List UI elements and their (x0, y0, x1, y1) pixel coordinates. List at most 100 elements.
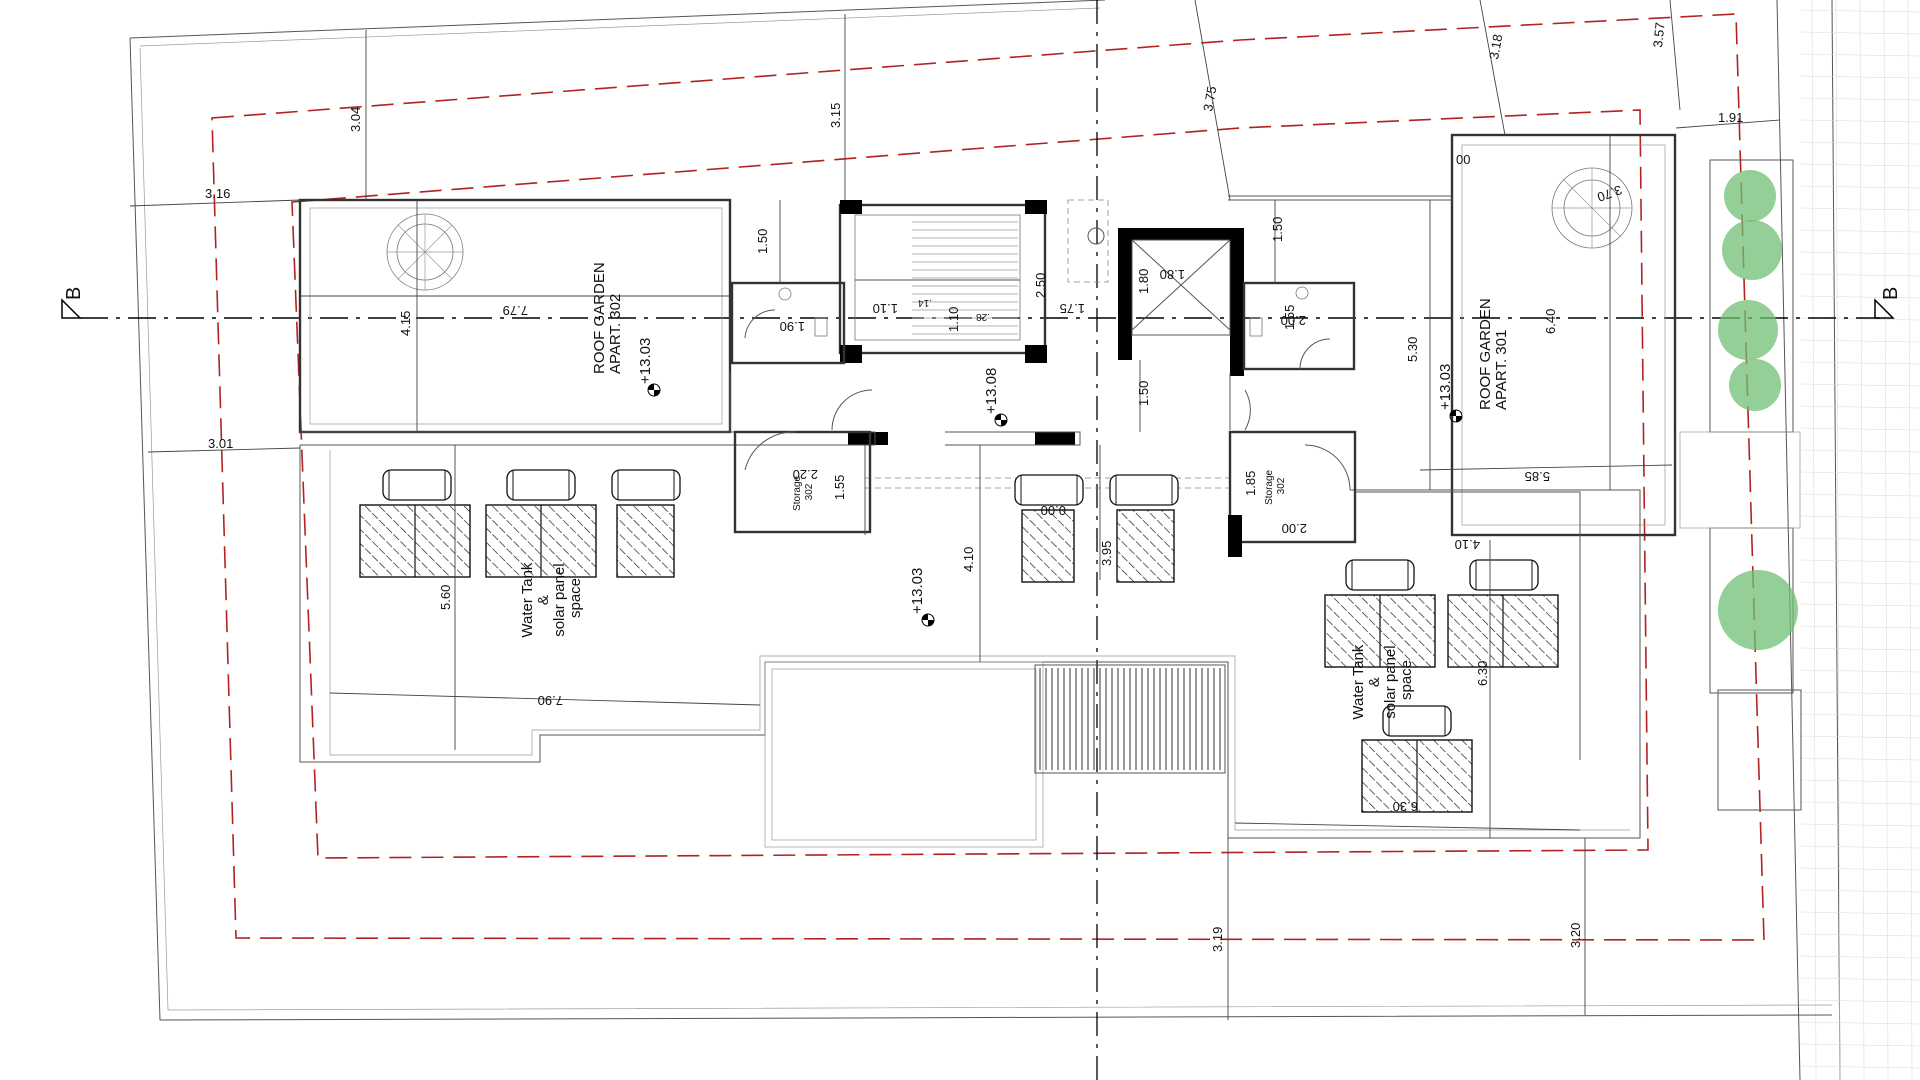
water-tank (382, 469, 452, 501)
paving-line (1799, 405, 1920, 409)
dim-text: 5.60 (438, 585, 453, 610)
dim-text: 2.50 (1033, 273, 1048, 298)
dim-text: 3.16 (205, 186, 230, 201)
paving-line (1799, 1043, 1920, 1047)
ramp-stripes (1034, 664, 1226, 774)
paving-line (1799, 559, 1920, 563)
corridor (729, 373, 1251, 489)
dim-text: 2.00 (1282, 521, 1307, 536)
dim-text: 6.40 (1543, 309, 1558, 334)
terrace-outline (299, 445, 1641, 848)
solar-panels (359, 469, 1559, 813)
solar-panel (616, 504, 675, 578)
dim-text: 5.30 (1405, 337, 1420, 362)
paving-line (1799, 229, 1920, 233)
paving-line (1799, 185, 1920, 189)
level-marker-1: +13.03 (637, 338, 654, 384)
level-marker-3: +13.03 (909, 568, 926, 614)
paving-line (1799, 537, 1920, 541)
roof-garden-301 (1228, 133, 1677, 537)
dim-text: 3.18 (1486, 33, 1505, 61)
solar-panel (1116, 509, 1175, 583)
paving-line (1859, 0, 1865, 1080)
dim-text: 1.50 (1270, 217, 1285, 242)
paving-line (1799, 493, 1920, 497)
dim-text: 6.30 (1393, 799, 1418, 814)
water-tank (1345, 559, 1415, 591)
dim-text: 3.95 (1099, 541, 1114, 566)
dim-text: 4.10 (1455, 537, 1480, 552)
water-tank (1382, 705, 1452, 737)
paving-line (1883, 0, 1889, 1080)
paving-line (1811, 0, 1817, 1080)
paving-line (1799, 977, 1920, 981)
paving-line (1799, 845, 1920, 849)
wc-right (1242, 281, 1356, 371)
dim-text: 3.57 (1650, 22, 1668, 49)
paving-line (1799, 735, 1920, 739)
dim-text: 6.30 (1475, 661, 1490, 686)
dim-text: 0.00 (1041, 503, 1066, 518)
dim-text: 4.10 (961, 547, 976, 572)
dim-text: 1.50 (1136, 381, 1151, 406)
dim-text: 1.90 (780, 319, 805, 334)
water-tank (611, 469, 681, 501)
paving-line (1799, 141, 1920, 145)
storage-right-label: Storage 302 (1264, 467, 1287, 505)
dim-text: 1.85 (1243, 471, 1258, 496)
roof-garden-301-label: ROOF GARDEN APART. 301 (1477, 294, 1510, 410)
paving-line (1799, 383, 1920, 387)
roof-garden-302 (298, 198, 838, 446)
paving-line (1799, 933, 1920, 937)
paving-line (1799, 339, 1920, 343)
site-boundary (129, 0, 1833, 1021)
planter (1679, 159, 1802, 811)
paving-line (1799, 757, 1920, 761)
dim-text: 2.20 (793, 467, 818, 482)
paving-line (1799, 867, 1920, 871)
lift-shaft (1067, 199, 1244, 376)
dim-text: 4.15 (398, 311, 413, 336)
water-tank (506, 469, 576, 501)
paving-line (1835, 0, 1841, 1080)
paving-line (1799, 955, 1920, 959)
paving-line (1799, 889, 1920, 893)
dim-text: 00 (1456, 152, 1470, 167)
wc-left (730, 281, 846, 365)
dim-text: 3.75 (1200, 85, 1219, 113)
water-tank (1109, 474, 1179, 506)
dim-text: 3.20 (1568, 923, 1583, 948)
dim-text: 3.70 (1595, 182, 1624, 205)
paving-line (1799, 471, 1920, 475)
dim-text: 3.19 (1210, 927, 1225, 952)
dim-text: 1.55 (832, 475, 847, 500)
water-tank-left-label: Water Tank & solar panel space (519, 558, 584, 637)
dim-text: .28 (976, 311, 990, 322)
dim-text: 1.80 (1160, 267, 1185, 282)
paving-line (1799, 273, 1920, 277)
dim-text: .14 (918, 297, 932, 308)
dim-text: 1.91 (1718, 110, 1743, 125)
paving-line (1799, 581, 1920, 585)
paving-line (1799, 823, 1920, 827)
dim-text: 2.00 (1281, 313, 1306, 328)
dimension-lines (129, 0, 1781, 1020)
dim-text: 1.50 (755, 229, 770, 254)
paving-line (1799, 779, 1920, 783)
solar-panel (1021, 509, 1075, 583)
dim-text: 7.79 (503, 303, 528, 318)
dimension-labels: 3.04 3.15 3.75 3.18 3.57 1.91 3.16 1.50 … (205, 22, 1743, 952)
paving-line (1799, 119, 1920, 123)
paving-line (1799, 97, 1920, 101)
paving-line (1799, 361, 1920, 365)
dim-text: 3.04 (348, 107, 363, 132)
paving-area (1776, 0, 1920, 1080)
section-marker-right: B (1880, 287, 1902, 300)
stair-core (838, 200, 1047, 363)
paving-line (1799, 1021, 1920, 1025)
dim-text: 1.75 (1060, 301, 1085, 316)
water-tank (1014, 474, 1084, 506)
storage-302-left (733, 430, 872, 534)
paving-line (1799, 691, 1920, 695)
paving-line (1799, 207, 1920, 211)
